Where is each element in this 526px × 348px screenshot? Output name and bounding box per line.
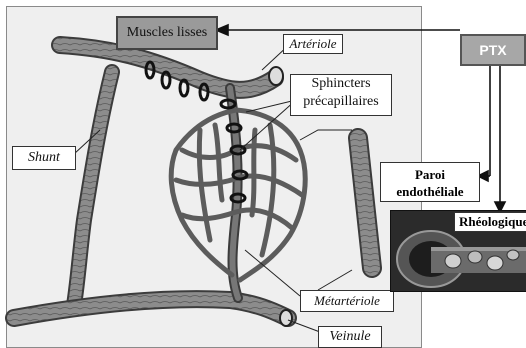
ptx-box: PTX [460, 34, 526, 66]
paroi-endotheliale-box: Paroi endothéliale [380, 162, 480, 202]
arteriole-opening [269, 67, 283, 85]
arteriole-label: Artériole [283, 34, 343, 54]
rheologique-label: Rhéologique [454, 212, 526, 232]
sphincters-line2: précapillaires [291, 93, 391, 111]
sphincters-line1: Sphincters [291, 75, 391, 93]
metarteriole-label: Métartériole [300, 290, 394, 312]
muscles-lisses-label: Muscles lisses [116, 16, 218, 50]
venule-opening [280, 310, 292, 326]
sphincters-label: Sphincters précapillaires [290, 74, 392, 116]
shunt-label: Shunt [12, 146, 76, 170]
paroi-line2: endothéliale [381, 183, 479, 200]
paroi-line1: Paroi [381, 166, 479, 183]
veinule-label: Veinule [318, 326, 382, 348]
